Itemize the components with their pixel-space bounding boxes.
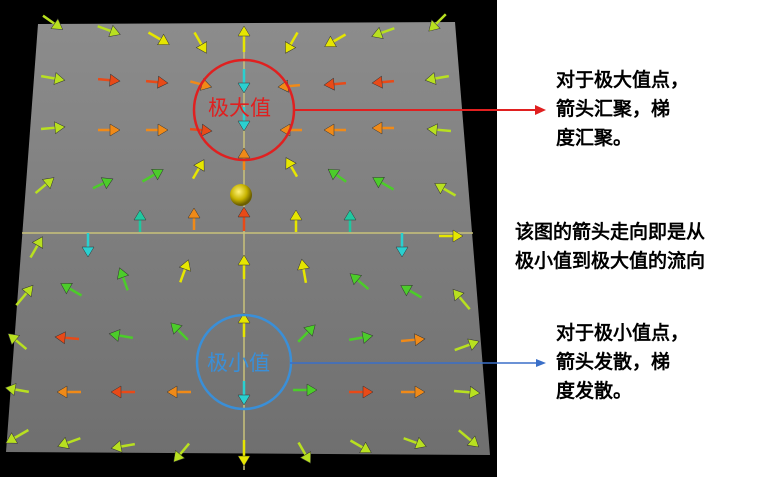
minimum-circle bbox=[195, 313, 293, 411]
arrow-icon bbox=[141, 169, 164, 183]
arrow-icon bbox=[403, 436, 427, 449]
arrow-icon bbox=[7, 333, 28, 351]
arrow-icon bbox=[372, 177, 395, 191]
minimum-note: 对于极小值点， 箭头发散，梯 度发散。 bbox=[556, 322, 690, 402]
arrow-icon bbox=[285, 157, 299, 178]
arrow-icon bbox=[237, 381, 251, 406]
arrow-icon bbox=[133, 209, 147, 232]
arrow-icon bbox=[81, 233, 95, 258]
gradient-plane bbox=[6, 22, 490, 455]
arrow-icon bbox=[426, 123, 452, 137]
arrow-icon bbox=[15, 284, 34, 306]
arrow-icon bbox=[29, 236, 43, 259]
arrow-icon bbox=[237, 69, 251, 94]
arrow-icon bbox=[237, 206, 251, 231]
arrow-icon bbox=[54, 331, 80, 345]
arrow-icon bbox=[371, 121, 394, 135]
arrow-icon bbox=[323, 77, 347, 91]
arrow-icon bbox=[400, 333, 426, 347]
arrow-icon bbox=[424, 72, 450, 85]
vector-field-scene: 极大值 极小值 bbox=[0, 0, 497, 477]
arrow-icon bbox=[117, 267, 130, 291]
arrow-icon bbox=[57, 436, 81, 449]
maximum-note: 对于极大值点， 箭头汇聚，梯 度汇聚。 bbox=[556, 69, 690, 149]
arrow-icon bbox=[170, 322, 189, 341]
arrow-group bbox=[4, 13, 481, 467]
arrow-icon bbox=[166, 385, 191, 399]
arrow-icon bbox=[193, 31, 207, 54]
arrow-icon bbox=[42, 14, 64, 30]
arrow-icon bbox=[297, 441, 311, 464]
arrow-icon bbox=[371, 75, 395, 89]
arrow-icon bbox=[187, 207, 201, 230]
arrow-icon bbox=[343, 209, 357, 232]
arrow-icon bbox=[97, 73, 121, 87]
arrow-icon bbox=[434, 183, 457, 197]
maximum-connector-arrowhead bbox=[535, 105, 546, 115]
arrow-icon bbox=[349, 439, 372, 453]
arrow-icon bbox=[92, 177, 114, 190]
arrow-icon bbox=[178, 259, 191, 283]
arrow-icon bbox=[349, 385, 374, 399]
arrow-icon bbox=[439, 229, 464, 243]
arrow-icon bbox=[349, 273, 370, 291]
arrow-icon bbox=[4, 383, 30, 396]
arrow-icon bbox=[454, 338, 480, 352]
arrow-icon bbox=[40, 121, 66, 135]
arrow-icon bbox=[110, 385, 135, 399]
arrow-icon bbox=[237, 312, 251, 337]
arrow-icon bbox=[401, 385, 426, 399]
arrow-icon bbox=[191, 159, 205, 180]
arrow-icon bbox=[237, 254, 251, 279]
arrow-icon bbox=[34, 177, 55, 195]
arrow-icon bbox=[327, 168, 347, 183]
arrow-icon bbox=[60, 283, 83, 297]
vector-field bbox=[4, 13, 490, 470]
arrow-icon bbox=[453, 385, 481, 399]
arrow-icon bbox=[324, 33, 347, 47]
arrow-icon bbox=[237, 147, 251, 170]
arrow-icon bbox=[97, 24, 121, 37]
arrow-icon bbox=[110, 440, 136, 453]
arrow-icon bbox=[98, 123, 121, 137]
arrow-icon bbox=[400, 285, 423, 299]
flow-note: 该图的箭头走向即是从 极小值到极大值的流向 bbox=[515, 221, 706, 272]
arrow-icon bbox=[147, 31, 170, 45]
arrow-icon bbox=[297, 324, 316, 343]
arrow-icon bbox=[237, 107, 251, 132]
arrow-icon bbox=[56, 385, 81, 399]
arrow-icon bbox=[458, 429, 480, 448]
arrow-icon bbox=[293, 383, 318, 397]
arrow-icon bbox=[285, 31, 299, 54]
sphere-icon bbox=[230, 184, 252, 206]
arrow-icon bbox=[146, 123, 169, 137]
arrow-icon bbox=[452, 288, 471, 310]
arrow-icon bbox=[371, 26, 395, 39]
arrow-icon bbox=[237, 25, 251, 52]
arrow-icon bbox=[297, 258, 310, 284]
arrow-icon bbox=[5, 428, 30, 444]
arrow-icon bbox=[237, 440, 251, 467]
arrow-icon bbox=[323, 123, 346, 137]
arrow-icon bbox=[289, 209, 303, 232]
maximum-label: 极大值 bbox=[208, 96, 271, 120]
arrow-icon bbox=[108, 329, 134, 342]
minimum-connector-arrowhead bbox=[536, 359, 546, 367]
arrow-icon bbox=[428, 13, 447, 32]
arrow-icon bbox=[173, 442, 191, 463]
arrow-icon bbox=[145, 75, 169, 89]
minimum-label: 极小值 bbox=[207, 351, 270, 375]
arrow-icon bbox=[40, 72, 66, 85]
arrow-icon bbox=[348, 331, 374, 344]
arrow-icon bbox=[395, 233, 409, 258]
